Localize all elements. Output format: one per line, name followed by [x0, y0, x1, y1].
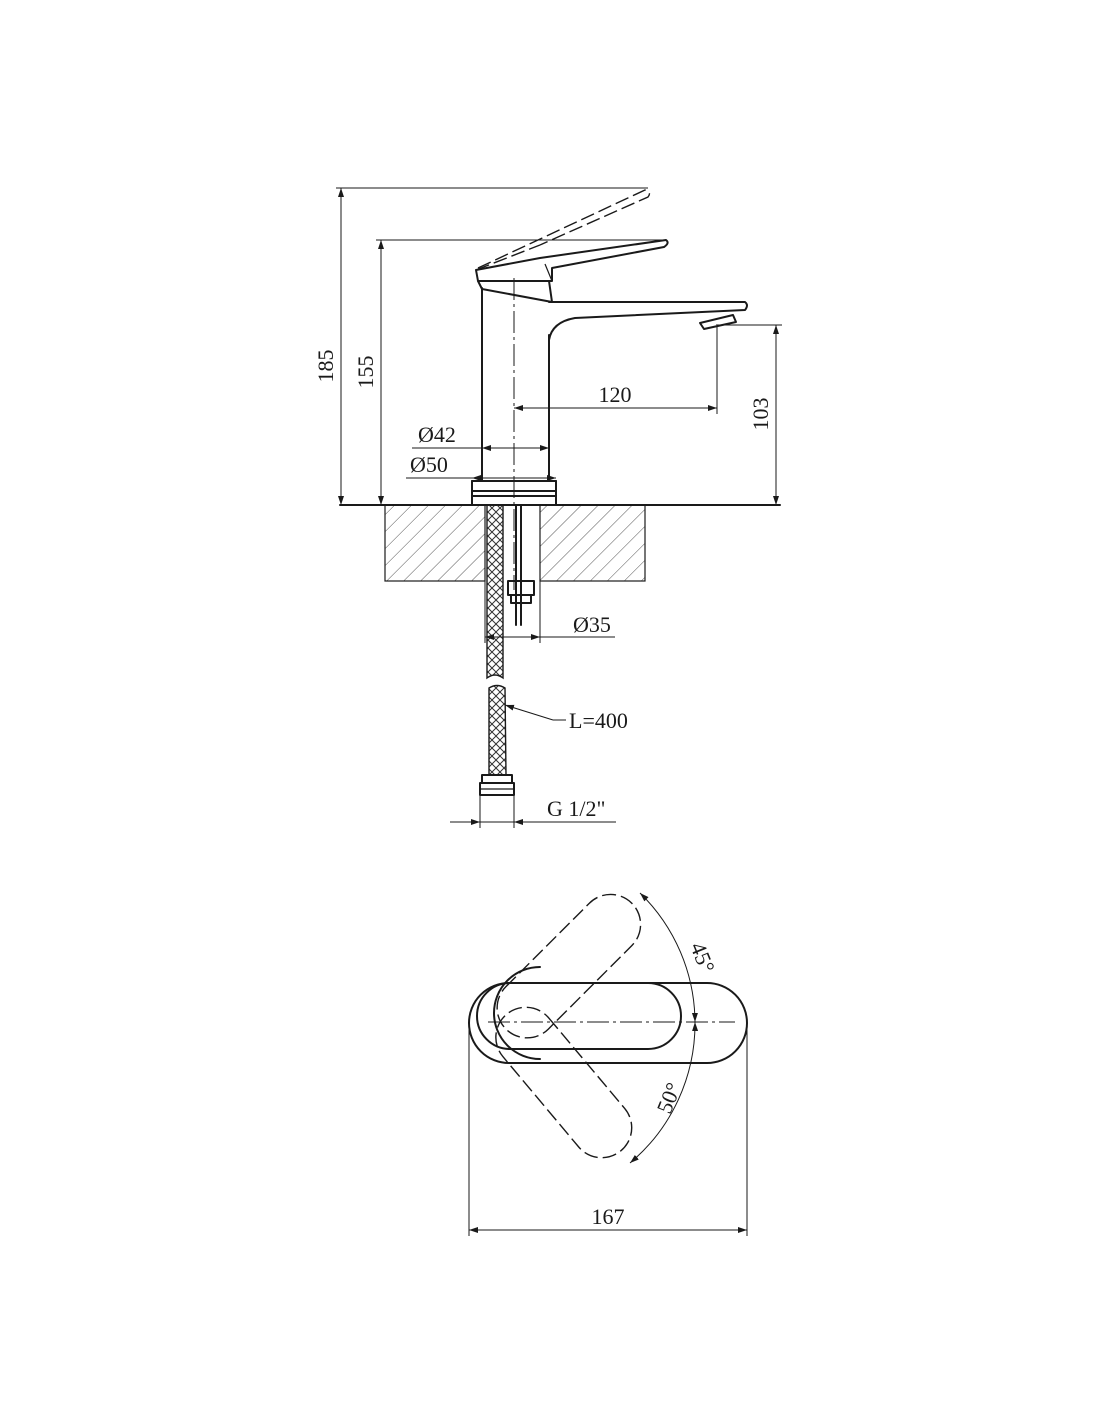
label-d50: Ø50 [410, 452, 448, 477]
label-120: 120 [599, 382, 632, 407]
label-d42: Ø42 [418, 422, 456, 447]
label-167: 167 [592, 1204, 625, 1229]
top-handle [476, 982, 682, 1050]
top-view: 45° 50° 167 [468, 892, 748, 1236]
faucet-body [477, 280, 553, 482]
side-view: 185 155 120 103 Ø42 [313, 187, 782, 828]
countertop [339, 504, 781, 582]
top-base-circle [493, 966, 541, 1060]
dim-body-diameter: Ø42 [412, 422, 549, 451]
dim-outlet-height: 103 [718, 324, 782, 505]
label-103: 103 [748, 398, 773, 431]
faucet-spout [548, 301, 748, 341]
handle-raised-position [475, 189, 651, 271]
label-45deg: 45° [685, 939, 720, 977]
label-g12: G 1/2" [547, 796, 605, 821]
angle-arc: 45° 50° [629, 892, 720, 1164]
label-l400: L=400 [569, 708, 628, 733]
dim-spout-reach: 120 [514, 324, 718, 414]
label-155: 155 [353, 356, 378, 389]
top-handle-rotated-open [496, 893, 642, 1039]
mounting-stud [507, 504, 535, 626]
label-d35: Ø35 [573, 612, 611, 637]
label-50deg: 50° [651, 1079, 686, 1117]
faucet-handle [475, 239, 669, 282]
dim-handle-height: 155 [353, 239, 662, 505]
dim-mount-hole: Ø35 [484, 581, 615, 643]
top-handle-rotated-swing [495, 1006, 633, 1159]
top-body-outline [468, 982, 748, 1064]
dim-base-diameter: Ø50 [406, 452, 556, 481]
dim-total-length: 167 [468, 1023, 748, 1236]
leader-hose-length: L=400 [504, 704, 628, 733]
dim-thread: G 1/2" [450, 795, 616, 828]
dim-total-height: 185 [313, 187, 648, 505]
label-185: 185 [313, 350, 338, 383]
